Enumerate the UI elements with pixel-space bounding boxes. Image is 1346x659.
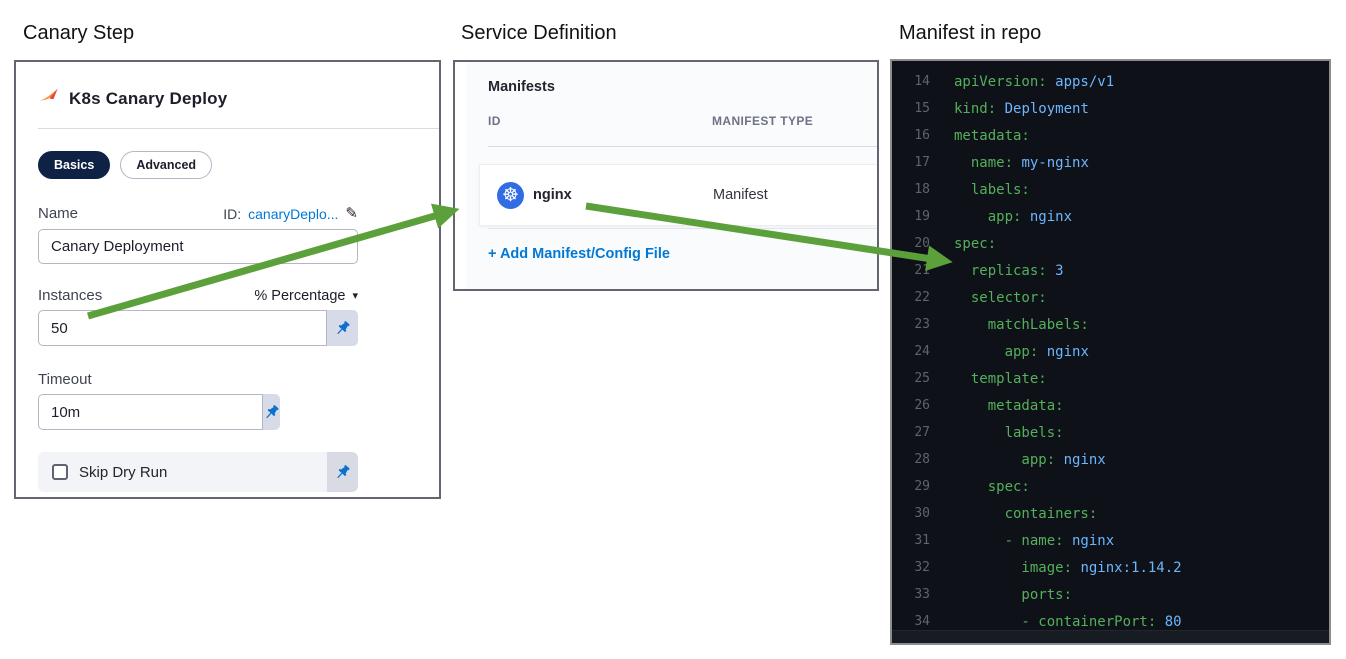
code-line-23: 23 matchLabels:	[914, 316, 1089, 333]
canary-step-icon	[38, 86, 59, 112]
name-input[interactable]	[38, 229, 358, 264]
skip-dry-run-label: Skip Dry Run	[79, 463, 168, 481]
instances-pin-button[interactable]	[327, 310, 358, 346]
step-title: K8s Canary Deploy	[69, 89, 228, 108]
instances-label: Instances	[38, 287, 103, 304]
code-line-17: 17 name: my-nginx	[914, 154, 1089, 171]
column-header-id: ID	[488, 114, 501, 128]
code-line-33: 33 ports:	[914, 586, 1073, 603]
timeout-pin-button[interactable]	[263, 394, 280, 430]
instances-input[interactable]	[38, 310, 327, 346]
code-line-27: 27 labels:	[914, 424, 1064, 441]
code-line-18: 18 labels:	[914, 181, 1030, 198]
chevron-down-icon: ▾	[352, 290, 358, 302]
skip-dry-run-row: Skip Dry Run	[38, 452, 358, 492]
heading-canary-step: Canary Step	[23, 22, 135, 44]
manifest-row-nginx[interactable]: ☸ nginx Manifest	[479, 164, 877, 226]
horizontal-scrollbar[interactable]	[892, 630, 1329, 643]
code-line-34: 34 - containerPort: 80	[914, 613, 1182, 630]
heading-manifest-in-repo: Manifest in repo	[899, 22, 1042, 44]
divider	[488, 146, 877, 147]
tab-basics[interactable]: Basics	[38, 151, 111, 179]
heading-service-definition: Service Definition	[461, 22, 617, 44]
divider	[488, 228, 877, 229]
kubernetes-icon: ☸	[497, 182, 524, 209]
timeout-input[interactable]	[38, 394, 263, 430]
manifest-id: nginx	[533, 187, 572, 203]
skip-dry-run-checkbox[interactable]	[52, 464, 68, 480]
column-header-manifest-type: MANIFEST TYPE	[712, 114, 814, 128]
pin-icon	[266, 404, 279, 418]
instances-unit-value: % Percentage	[254, 287, 346, 304]
skip-dry-run-pin-button[interactable]	[327, 452, 358, 492]
code-line-32: 32 image: nginx:1.14.2	[914, 559, 1182, 576]
code-line-26: 26 metadata:	[914, 397, 1064, 414]
code-line-21: 21 replicas: 3	[914, 262, 1064, 279]
id-prefix: ID:	[223, 205, 242, 222]
manifests-section: Manifests ID MANIFEST TYPE ☸ nginx Manif…	[466, 62, 877, 289]
code-line-30: 30 containers:	[914, 505, 1098, 522]
step-id-link[interactable]: canaryDeplo...	[248, 205, 339, 222]
code-line-31: 31 - name: nginx	[914, 532, 1115, 549]
code-line-28: 28 app: nginx	[914, 451, 1106, 468]
edit-id-pencil-icon[interactable]: ✎	[345, 205, 358, 222]
name-label: Name	[38, 205, 79, 222]
code-line-19: 19 app: nginx	[914, 208, 1073, 225]
divider	[38, 128, 439, 129]
code-line-29: 29 spec:	[914, 478, 1030, 495]
code-line-24: 24 app: nginx	[914, 343, 1089, 360]
code-line-22: 22 selector:	[914, 289, 1047, 306]
manifest-type: Manifest	[713, 187, 768, 203]
instances-unit-dropdown[interactable]: % Percentage ▾	[254, 288, 358, 304]
add-manifest-link[interactable]: + Add Manifest/Config File	[488, 246, 670, 262]
pin-icon	[337, 464, 350, 478]
timeout-label: Timeout	[38, 371, 92, 388]
tab-advanced[interactable]: Advanced	[120, 151, 213, 179]
pin-icon	[337, 320, 350, 334]
service-definition-panel: Manifests ID MANIFEST TYPE ☸ nginx Manif…	[453, 60, 879, 291]
manifests-title: Manifests	[488, 79, 555, 95]
canary-step-panel: K8s Canary Deploy Basics Advanced Name I…	[14, 60, 441, 499]
code-line-25: 25 template:	[914, 370, 1047, 387]
